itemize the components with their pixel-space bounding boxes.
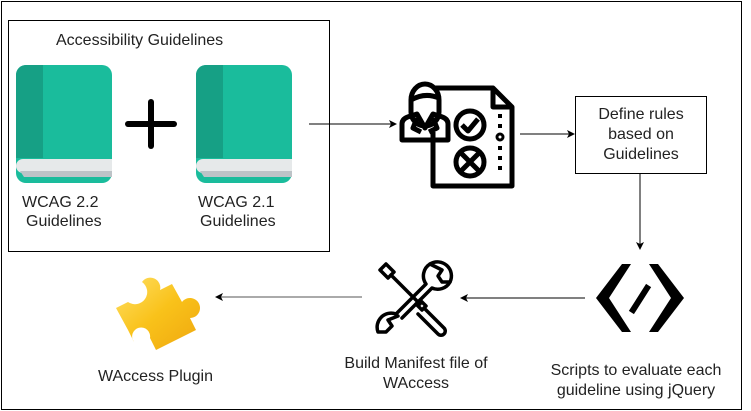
person-checklist-icon bbox=[399, 81, 515, 189]
plus-icon bbox=[125, 99, 177, 149]
rules-line1: Define rules bbox=[598, 106, 684, 123]
plugin-label: WAccess Plugin bbox=[98, 368, 213, 385]
rules-line2: based on bbox=[608, 126, 674, 143]
book-icon bbox=[196, 65, 292, 183]
book1-label-line1: WCAG 2.2 bbox=[22, 194, 99, 211]
puzzle-piece-icon bbox=[116, 277, 200, 350]
manifest-line1: Build Manifest file of bbox=[344, 355, 488, 372]
book1-label-line2: Guidelines bbox=[26, 213, 102, 230]
scripts-line1: Scripts to evaluate each bbox=[550, 362, 722, 379]
manifest-line2: WAccess bbox=[382, 375, 450, 392]
scripts-line2: guideline using jQuery bbox=[556, 382, 716, 399]
book-icon bbox=[16, 65, 112, 183]
rules-line3: Guidelines bbox=[603, 146, 679, 163]
define-rules-box bbox=[575, 96, 707, 174]
group-title: Accessibility Guidelines bbox=[56, 32, 224, 49]
tools-icon bbox=[375, 260, 454, 337]
accessibility-guidelines-group bbox=[8, 20, 330, 252]
book2-label-line1: WCAG 2.1 bbox=[198, 194, 275, 211]
code-icon bbox=[596, 264, 684, 332]
book2-label-line2: Guidelines bbox=[200, 213, 276, 230]
